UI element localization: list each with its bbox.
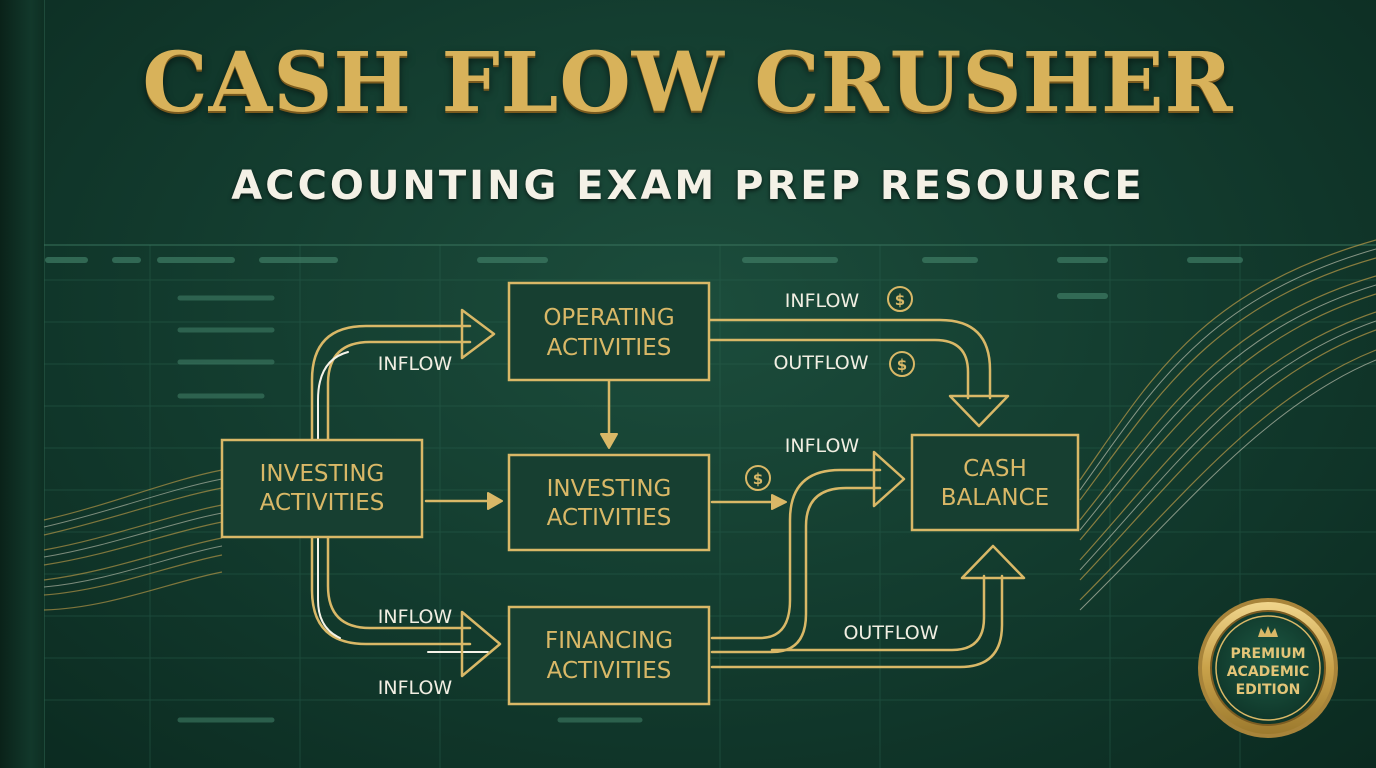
arrow-investing-to-investing-center (424, 492, 503, 510)
book-spine (0, 0, 45, 768)
flow-label-inflow-lower-left: INFLOW (378, 606, 453, 628)
flow-label-outflow-top-right: OUTFLOW (773, 352, 868, 374)
right-wave-lines (1079, 239, 1376, 601)
flow-label-outflow-bottom-right: OUTFLOW (843, 622, 938, 644)
node-investing-center-line1: INVESTING (547, 476, 672, 502)
dollar-coin-icon: $ (745, 465, 771, 491)
dollar-coin-icon: $ (887, 286, 913, 312)
left-wave-lines (43, 469, 223, 611)
seal-line-1: PREMIUM (1230, 646, 1305, 662)
page-subtitle: ACCOUNTING EXAM PREP RESOURCE (231, 163, 1145, 209)
arrow-financing-to-cash-outflow (710, 544, 1026, 669)
right-wave-lines-light (1079, 248, 1376, 611)
node-investing-center-line2: ACTIVITIES (547, 505, 672, 531)
node-financing-line1: FINANCING (545, 628, 673, 654)
node-operating-line1: OPERATING (543, 305, 674, 331)
flow-label-inflow-middle-right: INFLOW (785, 435, 860, 457)
arrow-operating-to-investing-center (600, 378, 618, 449)
coin-symbol: $ (753, 470, 763, 488)
flow-label-inflow-upper-left: INFLOW (378, 353, 453, 375)
node-investing-left-line1: INVESTING (260, 461, 385, 487)
grid-row-dashes (177, 295, 643, 723)
node-cash-balance: CASH BALANCE (910, 433, 1080, 532)
flow-label-inflow-top-right: INFLOW (785, 290, 860, 312)
left-wave-lines-light (43, 478, 223, 588)
dollar-coin-icon: $ (889, 351, 915, 377)
seal-line-2: ACADEMIC (1227, 664, 1310, 680)
grid-header-dashes (45, 257, 1243, 299)
arrow-investing-center-to-coin (710, 494, 787, 510)
flow-label-inflow-bottom-left: INFLOW (378, 677, 453, 699)
node-investing-center: INVESTING ACTIVITIES (507, 453, 711, 552)
node-investing-left-line2: ACTIVITIES (260, 490, 385, 516)
node-cash-balance-line2: BALANCE (941, 485, 1049, 511)
page-title: CASH FLOW CRUSHER (142, 35, 1234, 131)
arrow-investing-to-operating (310, 308, 496, 442)
arrow-investing-to-financing (310, 535, 502, 678)
coin-symbol: $ (897, 356, 907, 374)
seal-line-3: EDITION (1236, 682, 1301, 698)
node-investing-left: INVESTING ACTIVITIES (220, 438, 424, 539)
arrow-operating-to-cash (708, 318, 1010, 428)
node-cash-balance-line1: CASH (963, 456, 1027, 482)
node-financing-line2: ACTIVITIES (547, 658, 672, 684)
node-operating: OPERATING ACTIVITIES (507, 281, 711, 382)
crown-icon (1258, 626, 1278, 637)
node-financing: FINANCING ACTIVITIES (507, 605, 711, 706)
node-operating-line2: ACTIVITIES (547, 335, 672, 361)
premium-seal-badge: PREMIUM ACADEMIC EDITION (1198, 598, 1338, 738)
coin-symbol: $ (895, 291, 905, 309)
